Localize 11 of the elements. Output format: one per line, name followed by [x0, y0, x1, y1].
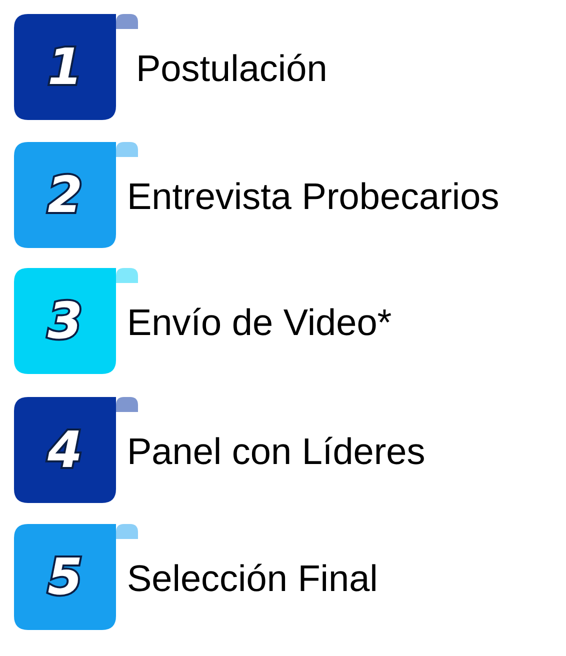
step-label: Envío de Video* [127, 300, 392, 345]
step-number: 2 [48, 170, 82, 220]
step-number: 4 [48, 425, 82, 475]
step-number: 5 [48, 552, 82, 602]
step-tile [14, 14, 138, 120]
step-label: Postulación [136, 46, 328, 91]
step-number: 3 [48, 296, 82, 346]
step-number: 1 [48, 42, 82, 92]
step-label: Entrevista Probecarios [127, 174, 500, 219]
step-label: Panel con Líderes [127, 430, 426, 474]
step-label: Selección Final [127, 556, 378, 601]
